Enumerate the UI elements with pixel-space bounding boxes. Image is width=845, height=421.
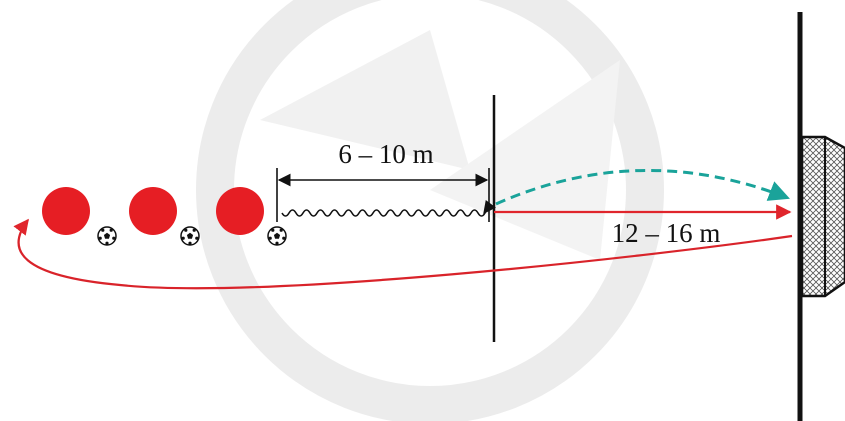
lob-pass-arrow xyxy=(495,169,790,206)
soccer-ball-icon xyxy=(97,226,117,246)
return-path-arrow xyxy=(13,218,793,290)
player-2 xyxy=(129,187,177,235)
player-1 xyxy=(42,187,90,235)
goal-net-icon xyxy=(800,135,845,298)
soccer-ball-icon xyxy=(180,226,200,246)
label-short-distance: 6 – 10 m xyxy=(338,139,433,169)
dribble-path xyxy=(281,199,497,217)
label-long-distance: 12 – 16 m xyxy=(612,218,721,248)
player-3 xyxy=(216,187,264,235)
watermark-logo xyxy=(196,0,664,421)
soccer-ball-icon xyxy=(267,226,287,246)
